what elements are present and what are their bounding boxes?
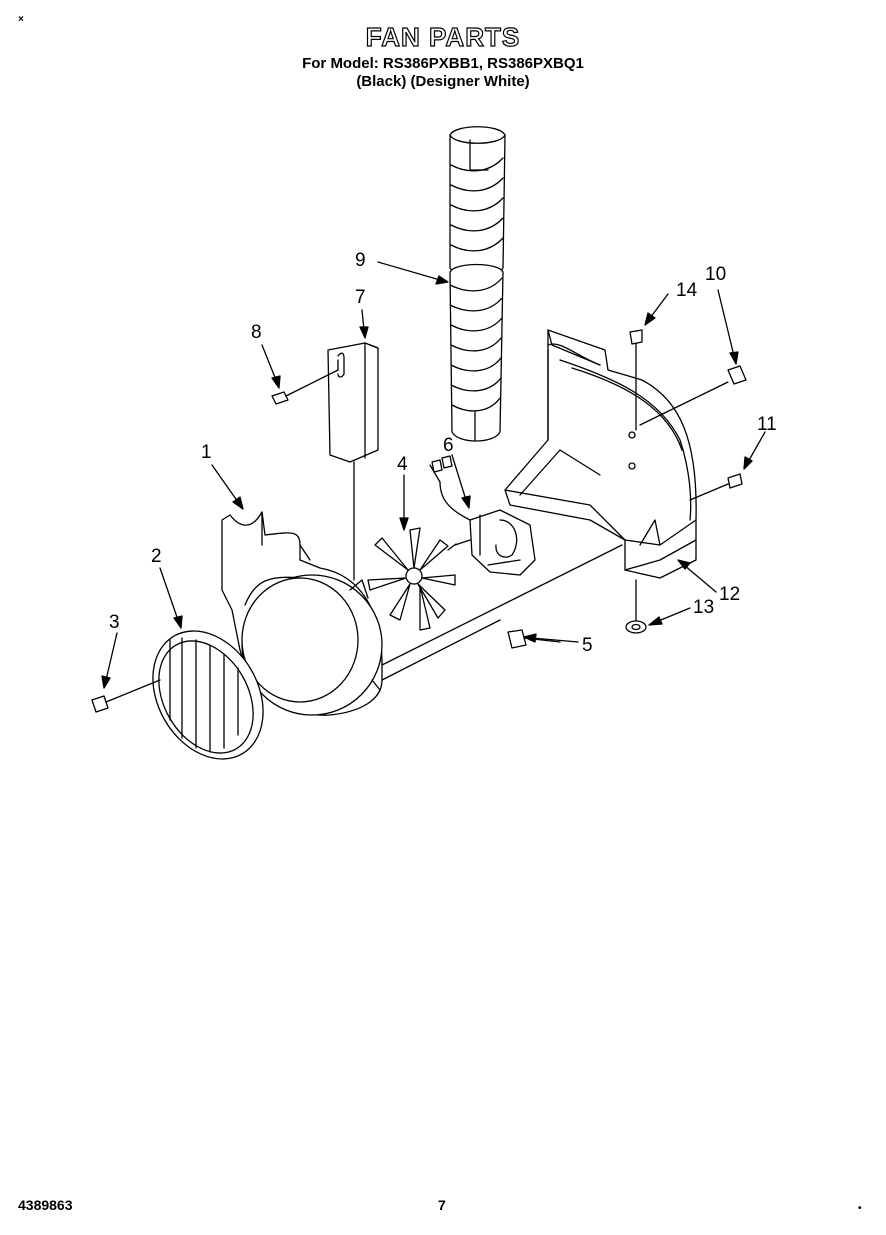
corner-mark-top-left: × <box>18 14 24 25</box>
callout-13: 13 <box>693 597 714 618</box>
screw-14 <box>629 329 643 621</box>
nut-5 <box>507 629 561 649</box>
screw-3 <box>91 679 161 713</box>
callout-10: 10 <box>705 264 726 285</box>
page-number: 7 <box>438 1197 446 1213</box>
callout-1: 1 <box>201 442 212 463</box>
spiral-duct <box>449 126 506 442</box>
corner-mark-bottom-right: • <box>858 1203 862 1214</box>
screw-11 <box>689 473 743 501</box>
screw-8 <box>271 369 339 405</box>
part-number: 4389863 <box>18 1197 73 1213</box>
leader-lines <box>101 261 766 689</box>
bracket-plate <box>327 342 379 463</box>
nut-10 <box>639 365 747 426</box>
callout-2: 2 <box>151 546 162 567</box>
washer-13 <box>625 620 647 634</box>
fan-housing <box>221 511 623 716</box>
callout-14: 14 <box>676 280 698 301</box>
callout-7: 7 <box>355 287 366 308</box>
model-line: For Model: RS386PXBB1, RS386PXBQ1 <box>302 55 584 72</box>
callout-labels: 1 2 3 4 5 6 7 8 9 10 11 12 13 14 <box>109 250 777 656</box>
callout-3: 3 <box>109 612 120 633</box>
callout-11: 11 <box>757 414 777 435</box>
callout-12: 12 <box>719 584 740 605</box>
variant-line: (Black) (Designer White) <box>356 73 530 90</box>
callout-8: 8 <box>251 322 262 343</box>
callout-4: 4 <box>397 454 408 475</box>
fan-motor <box>429 455 536 576</box>
callout-6: 6 <box>443 435 454 456</box>
fan-grille <box>152 630 264 760</box>
page-title: FAN PARTS <box>365 21 521 52</box>
fan-blade <box>367 527 456 631</box>
callout-9: 9 <box>355 250 366 271</box>
callout-5: 5 <box>582 635 593 656</box>
motor-mount-bracket <box>504 329 697 579</box>
